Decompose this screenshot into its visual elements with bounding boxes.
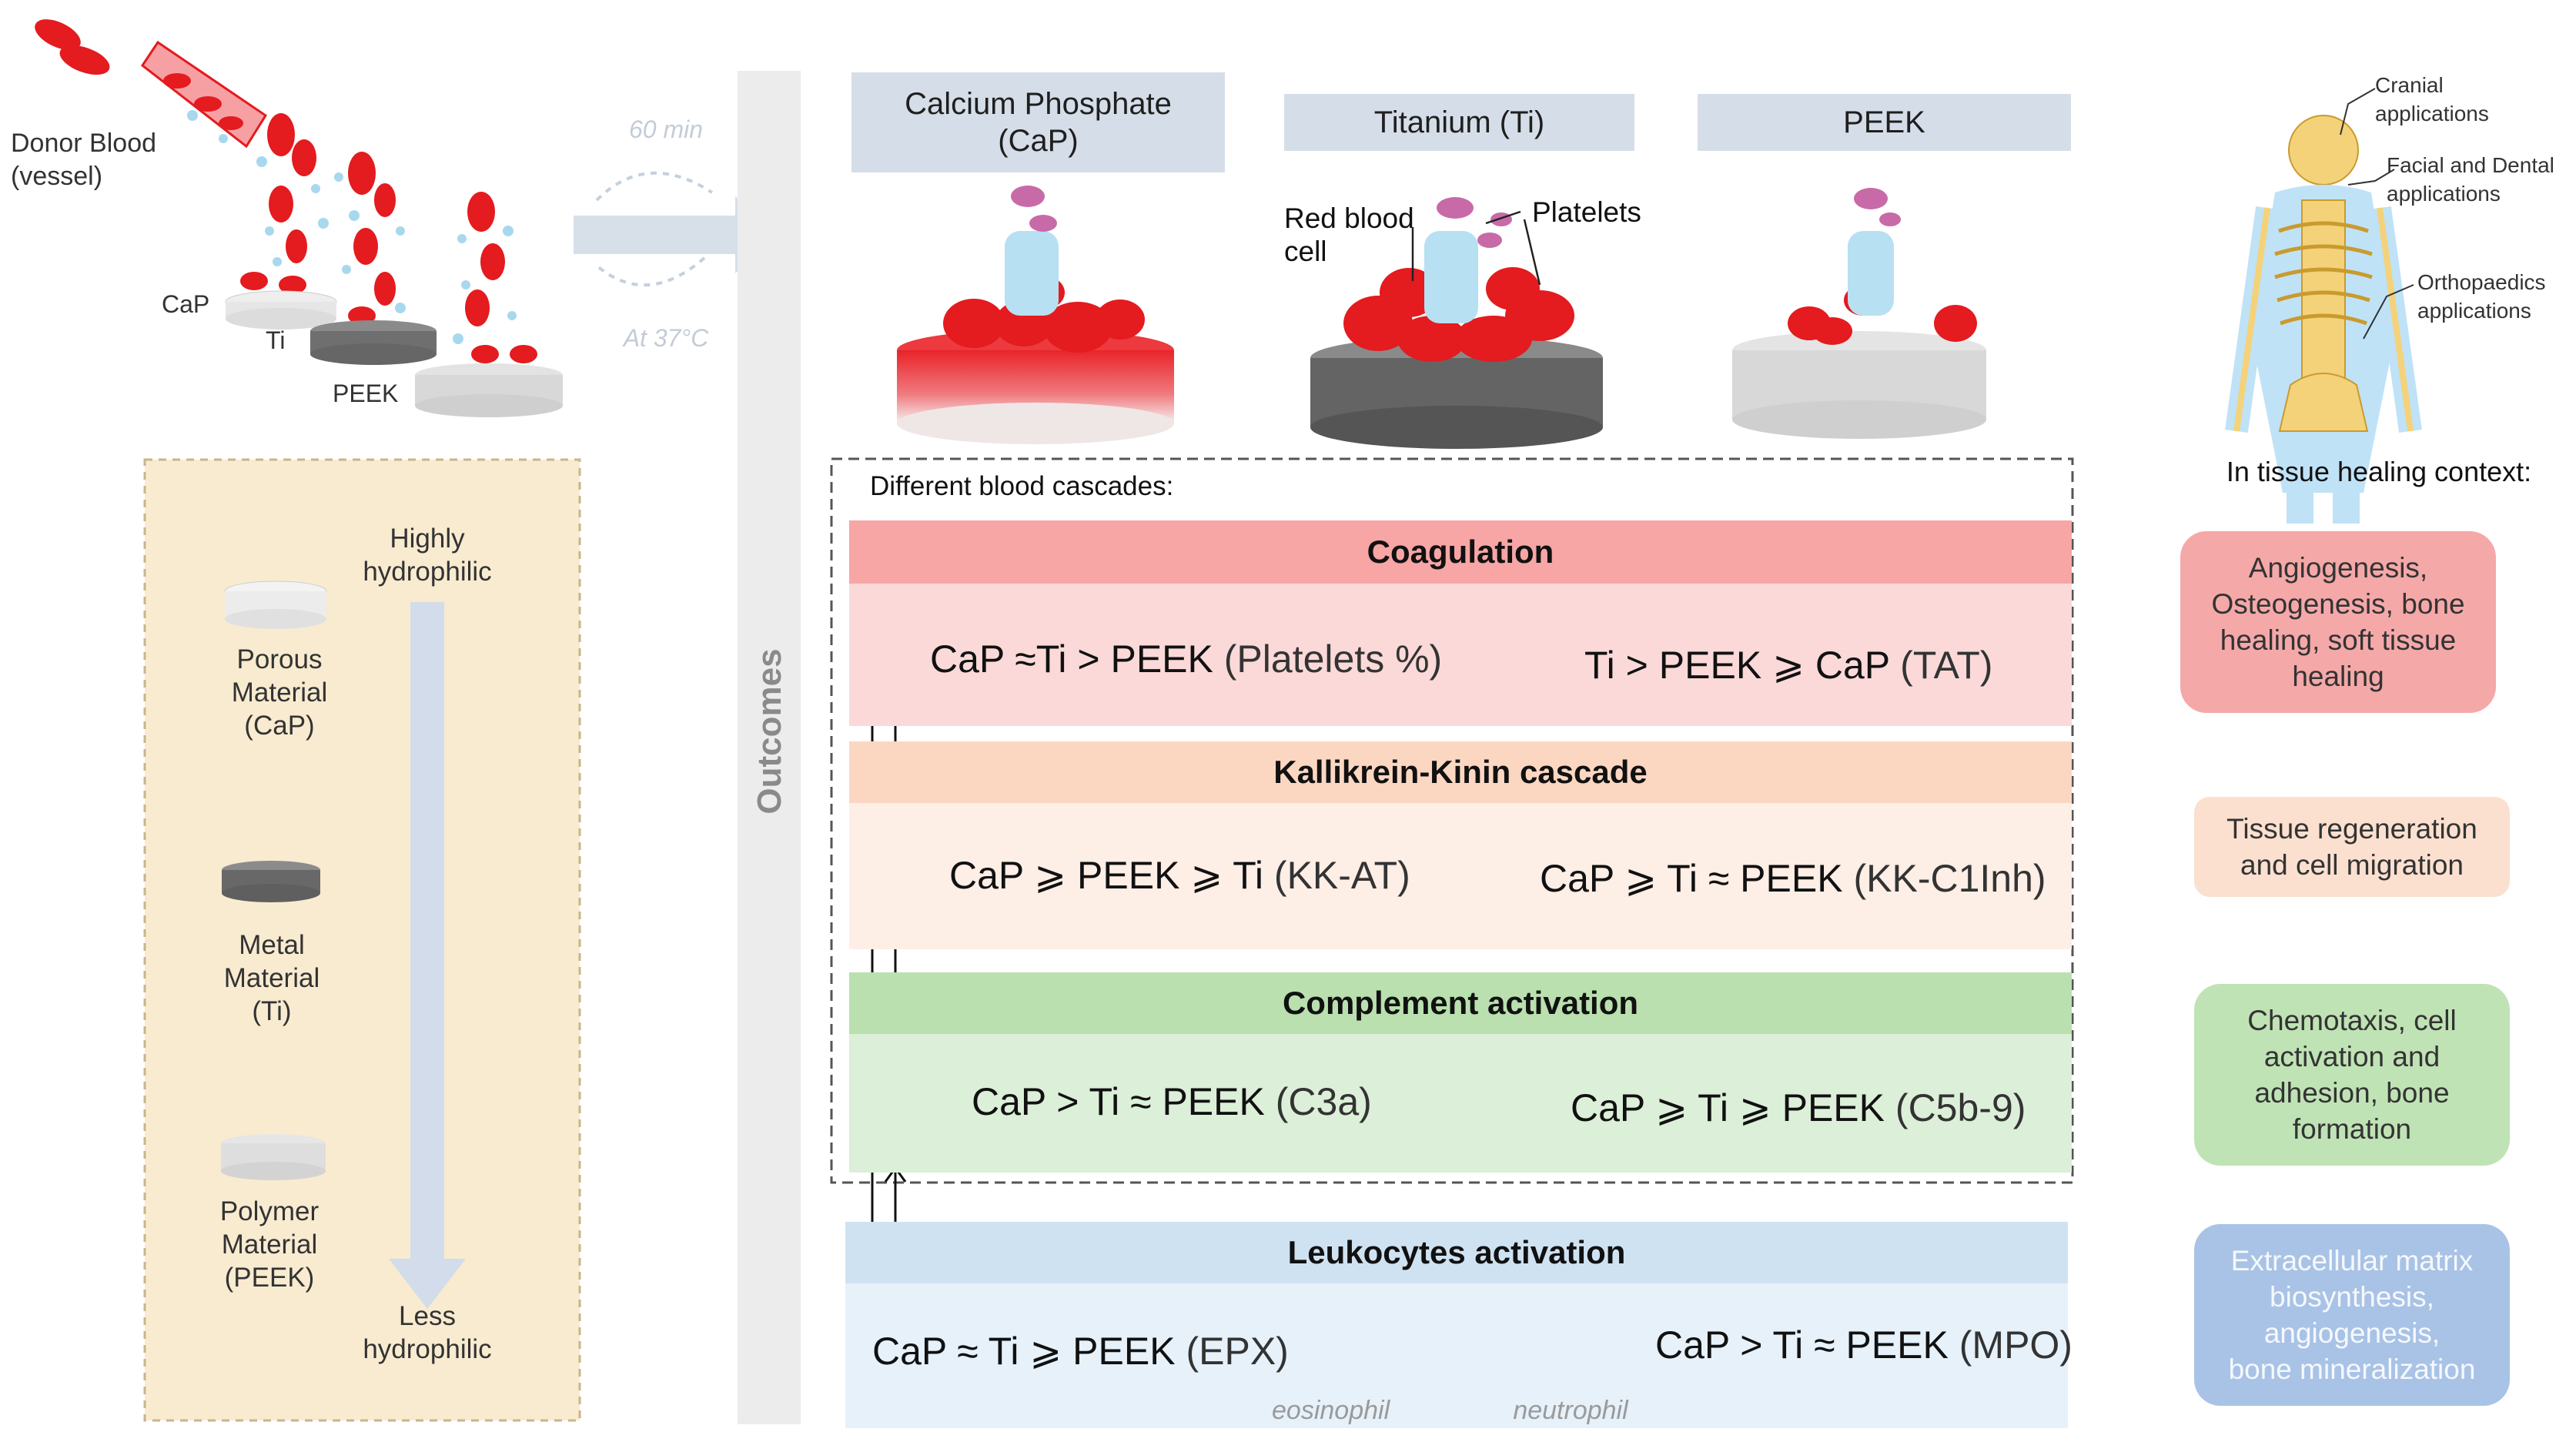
context-box-extracellular-matrix: Extracellular matrix biosynthesis, angio… <box>2194 1224 2510 1406</box>
kallikrein-band <box>849 803 2072 949</box>
complement-title: Complement activation <box>1282 985 1639 1021</box>
incubation-temperature: At 37°C <box>623 324 709 352</box>
context-box-chemotaxis: Chemotaxis, cell activation and adhesion… <box>2194 984 2510 1166</box>
donor-blood-label: Donor Blood (vessel) <box>11 129 157 191</box>
cascades-container <box>830 457 2074 1184</box>
leukocytes-band <box>845 1283 2068 1428</box>
leukocytes-left-relation: CaP ≈ Ti ⩾ PEEK (EPX) <box>872 1330 1289 1373</box>
coagulation-right-relation: Ti > PEEK ⩾ CaP (TAT) <box>1584 644 1993 687</box>
eosinophil-label: eosinophil <box>1272 1396 1390 1425</box>
leukocytes-title: Leukocytes activation <box>1287 1234 1626 1270</box>
peek-incubation-label: PEEK <box>333 380 399 407</box>
outcomes-bar <box>738 71 801 1424</box>
complement-title-bar <box>849 972 2072 1034</box>
highly-hydrophilic-label: Highly hydrophilic <box>363 524 492 587</box>
platelets-label: Platelets <box>1532 196 1641 228</box>
kallikrein-title: Kallikrein-Kinin cascade <box>1273 754 1648 790</box>
facial-dental-label: Facial and Dental applications <box>2387 153 2554 206</box>
neutrophil-label: neutrophil <box>1513 1396 1628 1425</box>
ti-incubation-label: Ti <box>266 326 286 354</box>
outcomes-label: Outcomes <box>751 648 788 815</box>
hydrophilicity-arrow <box>389 602 466 1309</box>
cap-surface-illustration <box>897 186 1174 444</box>
hydrophilicity-panel <box>143 458 581 1422</box>
cap-incubation-label: CaP <box>162 290 210 318</box>
cranial-label: Cranial applications <box>2375 73 2489 125</box>
complement-left-relation: CaP > Ti ≈ PEEK (C3a) <box>972 1080 1372 1123</box>
metal-disk-icon <box>222 861 320 902</box>
metal-material-label: Metal Material (Ti) <box>223 930 320 1026</box>
leukocytes-title-bar <box>845 1222 2068 1283</box>
kallikrein-title-bar <box>849 741 2072 803</box>
porous-material-label: Porous Material (CaP) <box>231 644 328 741</box>
porous-disk-icon <box>224 580 327 629</box>
donor-blood-illustration <box>35 19 563 417</box>
coagulation-band <box>849 584 2072 726</box>
cascades-title: Different blood cascades: <box>870 471 1174 501</box>
red-blood-cell-label: Red blood cell <box>1284 202 1414 267</box>
polymer-material-label: Polymer Material (PEEK) <box>219 1196 319 1293</box>
complement-band <box>849 1034 2072 1173</box>
tissue-healing-heading: In tissue healing context: <box>2226 456 2532 487</box>
polymer-disk-icon <box>221 1134 326 1180</box>
orthopaedics-label: Orthopaedics applications <box>2417 270 2546 323</box>
cap-header: Calcium Phosphate (CaP) <box>851 72 1225 172</box>
peek-header: PEEK <box>1698 94 2071 151</box>
peek-surface-illustration <box>1732 188 1986 439</box>
incubation-arrows <box>595 171 714 287</box>
ti-surface-illustration <box>1310 197 1603 449</box>
context-box-tissue-regeneration: Tissue regeneration and cell migration <box>2194 797 2510 897</box>
leukocytes-right-relation: CaP > Ti ≈ PEEK (MPO) <box>1655 1323 2073 1367</box>
coagulation-title: Coagulation <box>1367 534 1554 570</box>
coagulation-title-bar <box>849 520 2072 584</box>
skeleton-leader-lines <box>2340 88 2414 340</box>
context-box-angiogenesis: Angiogenesis, Osteogenesis, bone healing… <box>2180 531 2496 713</box>
coagulation-left-relation: CaP ≈Ti > PEEK (Platelets %) <box>930 637 1443 681</box>
less-hydrophilic-label: Less hydrophilic <box>363 1301 492 1364</box>
kallikrein-left-relation: CaP ⩾ PEEK ⩾ Ti (KK-AT) <box>949 854 1410 897</box>
label-leader-lines <box>1411 210 1541 286</box>
kallikrein-right-relation: CaP ⩾ Ti ≈ PEEK (KK-C1Inh) <box>1540 857 2046 900</box>
incubation-time: 60 min <box>628 115 704 143</box>
complement-right-relation: CaP ⩾ Ti ⩾ PEEK (C5b-9) <box>1571 1086 2026 1129</box>
ti-header: Titanium (Ti) <box>1284 94 1634 151</box>
skeleton-figure <box>2225 115 2422 524</box>
